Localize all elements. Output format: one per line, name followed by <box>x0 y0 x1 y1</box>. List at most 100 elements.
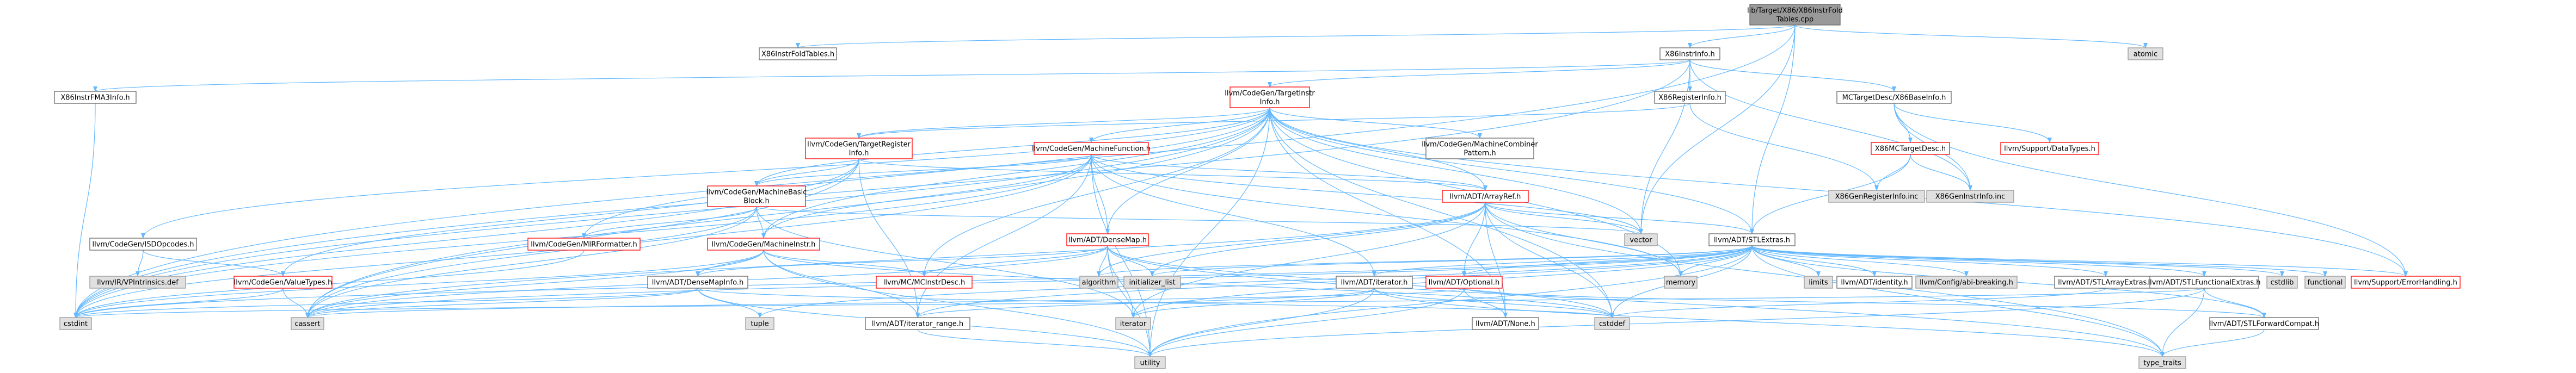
graph-node-root[interactable]: lib/Target/X86/X86InstrFoldTables.cpp <box>1747 4 1843 26</box>
graph-node-mcinstrdesc[interactable]: llvm/MC/MCInstrDesc.h <box>876 276 973 289</box>
graph-node-tuple[interactable]: tuple <box>745 317 774 330</box>
graph-node-isdopcodes[interactable]: llvm/CodeGen/ISDOpcodes.h <box>89 238 197 251</box>
graph-node-atomic[interactable]: atomic <box>2128 47 2163 60</box>
graph-node-limits[interactable]: limits <box>1804 276 1833 289</box>
graph-node-functional[interactable]: functional <box>2304 276 2346 289</box>
dependency-edge <box>1751 245 2206 277</box>
dependency-edge <box>1091 154 1487 191</box>
graph-node-cstddef[interactable]: cstddef <box>1594 317 1630 330</box>
node-label: initializer_list <box>1129 279 1175 287</box>
graph-node-genreg[interactable]: X86GenRegisterInfo.inc <box>1828 190 1925 203</box>
graph-node-densemapinfo[interactable]: llvm/ADT/DenseMapInfo.h <box>647 276 748 289</box>
graph-node-valuetypes[interactable]: llvm/CodeGen/ValueTypes.h <box>233 276 333 289</box>
node-box <box>1425 138 1534 159</box>
graph-node-memory[interactable]: memory <box>1664 276 1698 289</box>
graph-node-cassert[interactable]: cassert <box>291 317 324 330</box>
node-label: X86MCTargetDesc.h <box>1875 145 1946 153</box>
graph-node-vector[interactable]: vector <box>1624 233 1658 246</box>
dependency-edge <box>136 250 144 277</box>
graph-node-initlist[interactable]: initializer_list <box>1123 276 1181 289</box>
graph-node-iterator[interactable]: iterator <box>1115 317 1151 330</box>
dependency-edge <box>1131 288 1375 318</box>
graph-node-reginfo[interactable]: X86RegisterInfo.h <box>1654 91 1726 104</box>
dependency-edge <box>73 288 698 318</box>
dependency-edge <box>1751 245 2108 277</box>
dependency-edge <box>73 154 1092 318</box>
node-box <box>1336 276 1413 289</box>
graph-node-datatypes[interactable]: llvm/Support/DataTypes.h <box>2000 142 2099 155</box>
graph-node-stlarray[interactable]: llvm/ADT/STLArrayExtras.h <box>2054 276 2157 289</box>
node-box <box>2138 356 2186 369</box>
graph-node-cstdlib[interactable]: cstdlib <box>2266 276 2298 289</box>
graph-node-stlextras[interactable]: llvm/ADT/STLExtras.h <box>1708 233 1796 246</box>
dependency-edge <box>1374 288 2165 357</box>
dependency-edge <box>917 329 1152 357</box>
graph-node-instrinfo[interactable]: X86InstrInfo.h <box>1659 47 1720 60</box>
node-box <box>865 317 970 330</box>
node-label: llvm/MC/MCInstrDesc.h <box>883 279 966 287</box>
graph-node-stlfunc[interactable]: llvm/ADT/STLFunctionalExtras.h <box>2148 276 2261 289</box>
node-label: llvm/CodeGen/MIRFormatter.h <box>531 241 637 249</box>
graph-node-optional[interactable]: llvm/ADT/Optional.h <box>1425 276 1503 289</box>
dependency-edge <box>2160 288 2205 357</box>
graph-node-mirformatter[interactable]: llvm/CodeGen/MIRFormatter.h <box>527 238 641 251</box>
graph-node-identity[interactable]: llvm/ADT/identity.h <box>1836 276 1913 289</box>
node-box <box>2209 317 2319 330</box>
graph-node-cstdint[interactable]: cstdint <box>59 317 92 330</box>
dependency-edge <box>761 107 1270 239</box>
graph-node-vpintr[interactable]: llvm/IR/VPIntrinsics.def <box>89 276 186 289</box>
graph-node-densemap[interactable]: llvm/ADT/DenseMap.h <box>1066 233 1149 246</box>
dependency-edge <box>305 245 1753 318</box>
node-label: llvm/ADT/DenseMapInfo.h <box>652 279 743 287</box>
graph-node-breaking[interactable]: llvm/Config/abi-breaking.h <box>1915 276 2018 289</box>
graph-node-algorithm[interactable]: algorithm <box>1079 276 1118 289</box>
dependency-edge <box>282 288 310 318</box>
dependency-edge <box>1374 288 1614 318</box>
dependency-edge <box>1107 245 1135 318</box>
graph-node-errhandling[interactable]: llvm/Support/ErrorHandling.h <box>2351 276 2461 289</box>
dependency-edge <box>763 250 1152 357</box>
dependency-edge <box>73 24 1796 318</box>
node-box <box>1654 91 1726 104</box>
node-box <box>1034 142 1149 155</box>
node-layer: lib/Target/X86/X86InstrFoldTables.cppX86… <box>54 4 2461 369</box>
dependency-edge <box>754 107 1270 186</box>
dependency-edge <box>857 103 1690 139</box>
graph-node-mf[interactable]: llvm/CodeGen/MachineFunction.h <box>1032 142 1151 155</box>
graph-node-machineinstr[interactable]: llvm/CodeGen/MachineInstr.h <box>707 238 820 251</box>
graph-node-utility[interactable]: utility <box>1134 356 1166 369</box>
dependency-edge <box>761 154 1092 239</box>
dependency-edge <box>1148 288 2205 357</box>
graph-node-geninstr[interactable]: X86GenInstrInfo.inc <box>1926 190 2014 203</box>
dependency-edge <box>915 245 1753 318</box>
node-box <box>2000 142 2099 155</box>
graph-node-none[interactable]: llvm/ADT/None.h <box>1472 317 1539 330</box>
graph-node-foldtables[interactable]: X86InstrFoldTables.h <box>759 47 837 60</box>
dependency-edge <box>1097 202 1486 277</box>
node-label: llvm/CodeGen/ISDOpcodes.h <box>92 241 194 249</box>
node-box <box>1659 47 1720 60</box>
graph-node-stlforward[interactable]: llvm/ADT/STLForwardCompat.h <box>2209 317 2319 330</box>
dependency-edge <box>1269 107 1614 318</box>
node-label: llvm/ADT/STLForwardCompat.h <box>2209 320 2319 328</box>
dependency-edge <box>1091 154 1110 234</box>
graph-node-mcbase[interactable]: MCTargetDesc/X86BaseInfo.h <box>1836 91 1952 104</box>
dependency-edge <box>73 206 757 318</box>
node-box <box>805 138 913 159</box>
node-label: X86InstrInfo.h <box>1665 51 1714 59</box>
node-box <box>59 317 92 330</box>
node-box <box>1134 356 1166 369</box>
dependency-edge <box>1751 245 2165 357</box>
graph-node-fma3[interactable]: X86InstrFMA3Info.h <box>54 91 137 104</box>
graph-node-typetraits[interactable]: type_traits <box>2138 356 2186 369</box>
node-label: cstddef <box>1599 320 1626 328</box>
graph-node-x86mcdesc[interactable]: X86MCTargetDesc.h <box>1871 142 1950 155</box>
graph-node-iterrange[interactable]: llvm/ADT/iterator_range.h <box>865 317 970 330</box>
node-label: llvm/Support/ErrorHandling.h <box>2354 279 2457 287</box>
graph-node-arrayref[interactable]: llvm/ADT/ArrayRef.h <box>1442 190 1529 203</box>
graph-node-adtiterator[interactable]: llvm/ADT/iterator.h <box>1336 276 1413 289</box>
